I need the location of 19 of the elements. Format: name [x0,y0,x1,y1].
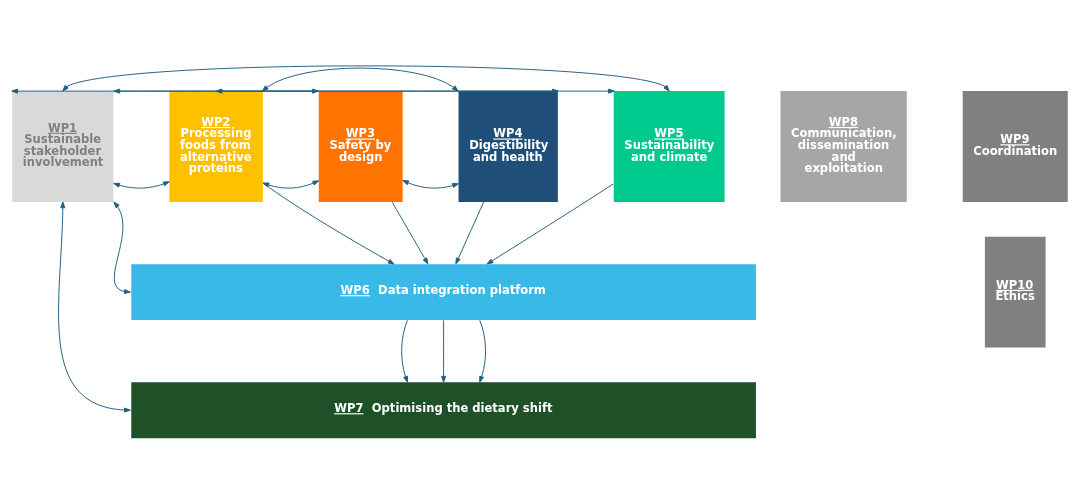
node-box: WP5 Sustainability and climate [613,90,725,202]
node-box: WP9 Coordination [962,90,1068,202]
arrow [479,319,486,383]
arrow [113,180,170,189]
arrow [113,201,131,294]
node-box: WP8 Communication, dissemination and exploitation [780,90,907,202]
arrow [441,319,447,383]
arrow [58,201,131,413]
node-box: WP10 Ethics [984,236,1046,348]
arrow [401,319,408,383]
arrow [455,201,485,264]
node-box: WP3 Safety by design [318,90,403,202]
arrow [262,182,395,265]
node-box: WP7 Optimising the dietary shift [131,381,756,438]
arrow [486,182,614,264]
node-box: WP6 Data integration platform [131,263,756,320]
arrow [262,179,320,189]
arrow [402,179,459,189]
arrow [391,201,429,264]
